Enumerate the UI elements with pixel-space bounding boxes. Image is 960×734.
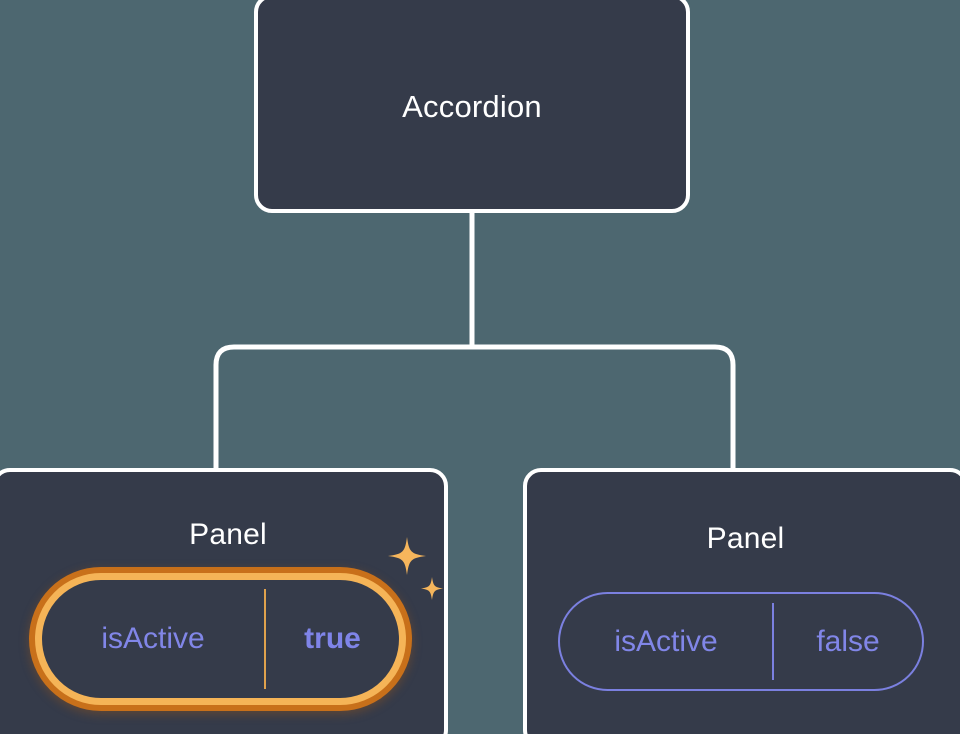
prop-divider <box>264 589 266 689</box>
prop-pill-isactive-true[interactable]: isActive true <box>35 573 406 705</box>
prop-value: true <box>304 622 361 655</box>
prop-key: isActive <box>101 622 205 655</box>
prop-value: false <box>816 624 880 658</box>
prop-pill-isactive-false[interactable]: isActive false <box>558 592 924 691</box>
node-accordion[interactable]: Accordion <box>254 0 690 213</box>
prop-key: isActive <box>614 624 718 658</box>
connector-branches <box>213 344 736 470</box>
prop-divider <box>772 603 774 680</box>
node-accordion-title: Accordion <box>402 89 542 124</box>
node-panel-right-title: Panel <box>706 522 785 555</box>
node-panel-left-title: Panel <box>189 518 267 551</box>
